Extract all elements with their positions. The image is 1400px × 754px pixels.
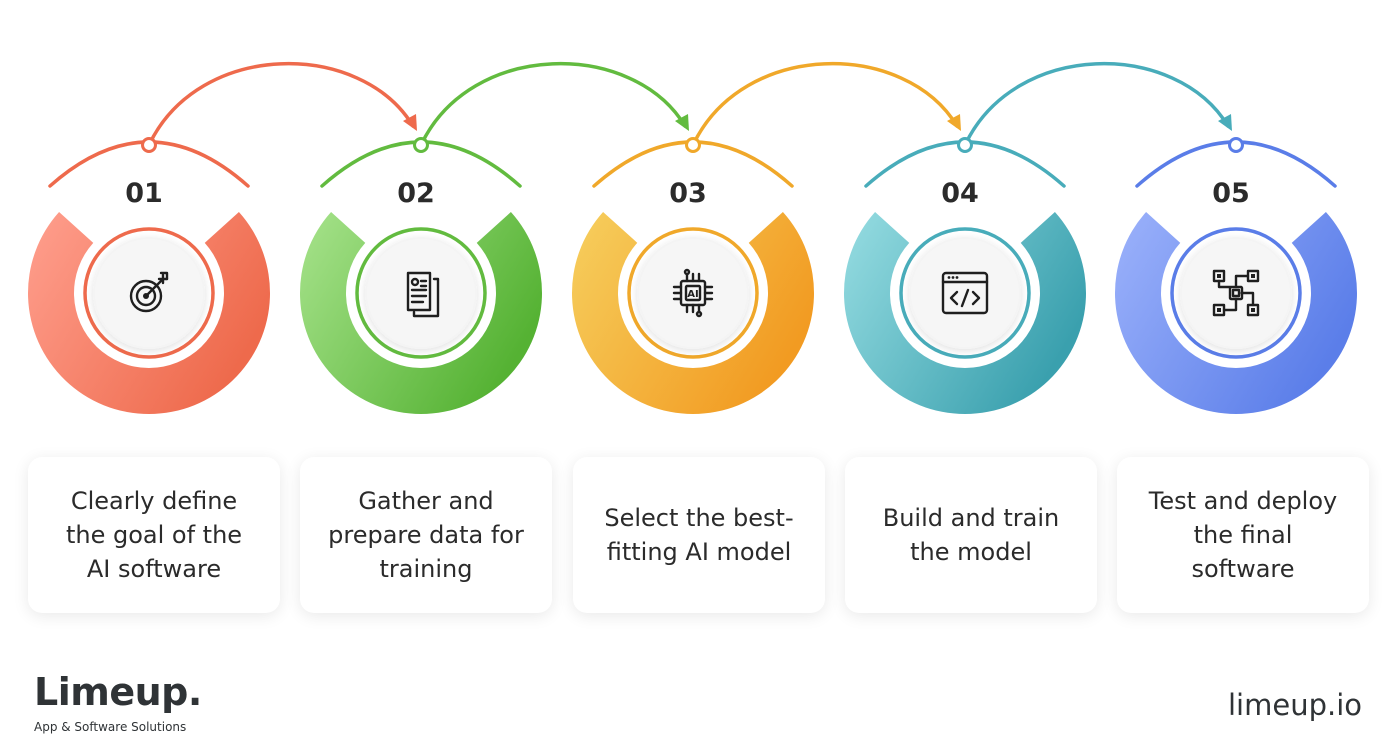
- step-description: Select the best-fitting AI model: [604, 504, 794, 566]
- connector-node: [957, 137, 973, 153]
- connector-node: [1228, 137, 1244, 153]
- connector-arrows: [147, 62, 1232, 147]
- step-number: 02: [397, 178, 435, 209]
- step-02: 02: [299, 140, 542, 414]
- step-description: Test and deploy the final software: [1148, 487, 1338, 583]
- step-ring: [27, 212, 270, 415]
- step-description: Build and train the model: [882, 504, 1060, 566]
- connector-arrow: [691, 62, 961, 147]
- step-number: 03: [669, 178, 707, 209]
- step-01: 01: [27, 140, 270, 415]
- inner-ring: [1170, 227, 1302, 359]
- website-link[interactable]: limeup.io: [1227, 688, 1362, 722]
- step-ring: [572, 212, 814, 414]
- step-number: 01: [125, 178, 163, 209]
- connector-node: [141, 137, 157, 153]
- brand-name: Limeup.: [34, 670, 202, 714]
- step-card: Build and train the model: [845, 457, 1097, 613]
- step-card: Test and deploy the final software: [1117, 457, 1369, 613]
- inner-ring: [627, 227, 759, 359]
- circuit-icon: [1212, 269, 1260, 317]
- connector-node: [413, 137, 429, 153]
- inner-ring: [899, 227, 1031, 359]
- step-03: AI 03: [572, 140, 814, 414]
- step-description: Clearly define the goal of the AI softwa…: [65, 487, 243, 583]
- step-number: 04: [941, 178, 979, 209]
- step-card: Select the best-fitting AI model: [573, 457, 825, 613]
- step-description: Gather and prepare data for training: [328, 487, 524, 583]
- brand-tagline: App & Software Solutions: [34, 720, 187, 734]
- documents-icon: [406, 271, 440, 318]
- inner-ring: [355, 227, 487, 359]
- step-ring: [844, 212, 1086, 414]
- inner-ring: [83, 227, 215, 359]
- step-card: Gather and prepare data for training: [300, 457, 552, 613]
- step-ring: [299, 212, 542, 414]
- ai-chip-icon: AI: [672, 268, 714, 318]
- step-card: Clearly define the goal of the AI softwa…: [28, 457, 280, 613]
- connector-arrow: [147, 62, 417, 147]
- code-window-icon: [941, 271, 989, 315]
- step-04: 04: [844, 140, 1086, 414]
- target-icon: [129, 271, 169, 313]
- connector-node: [685, 137, 701, 153]
- step-ring: [1115, 212, 1357, 415]
- connector-arrow: [963, 62, 1232, 147]
- step-number: 05: [1212, 178, 1250, 209]
- svg-text:AI: AI: [687, 289, 698, 300]
- brand-logo: Limeup. App & Software Solutions: [34, 672, 202, 734]
- step-05: 05: [1115, 140, 1357, 415]
- connector-arrow: [419, 62, 689, 147]
